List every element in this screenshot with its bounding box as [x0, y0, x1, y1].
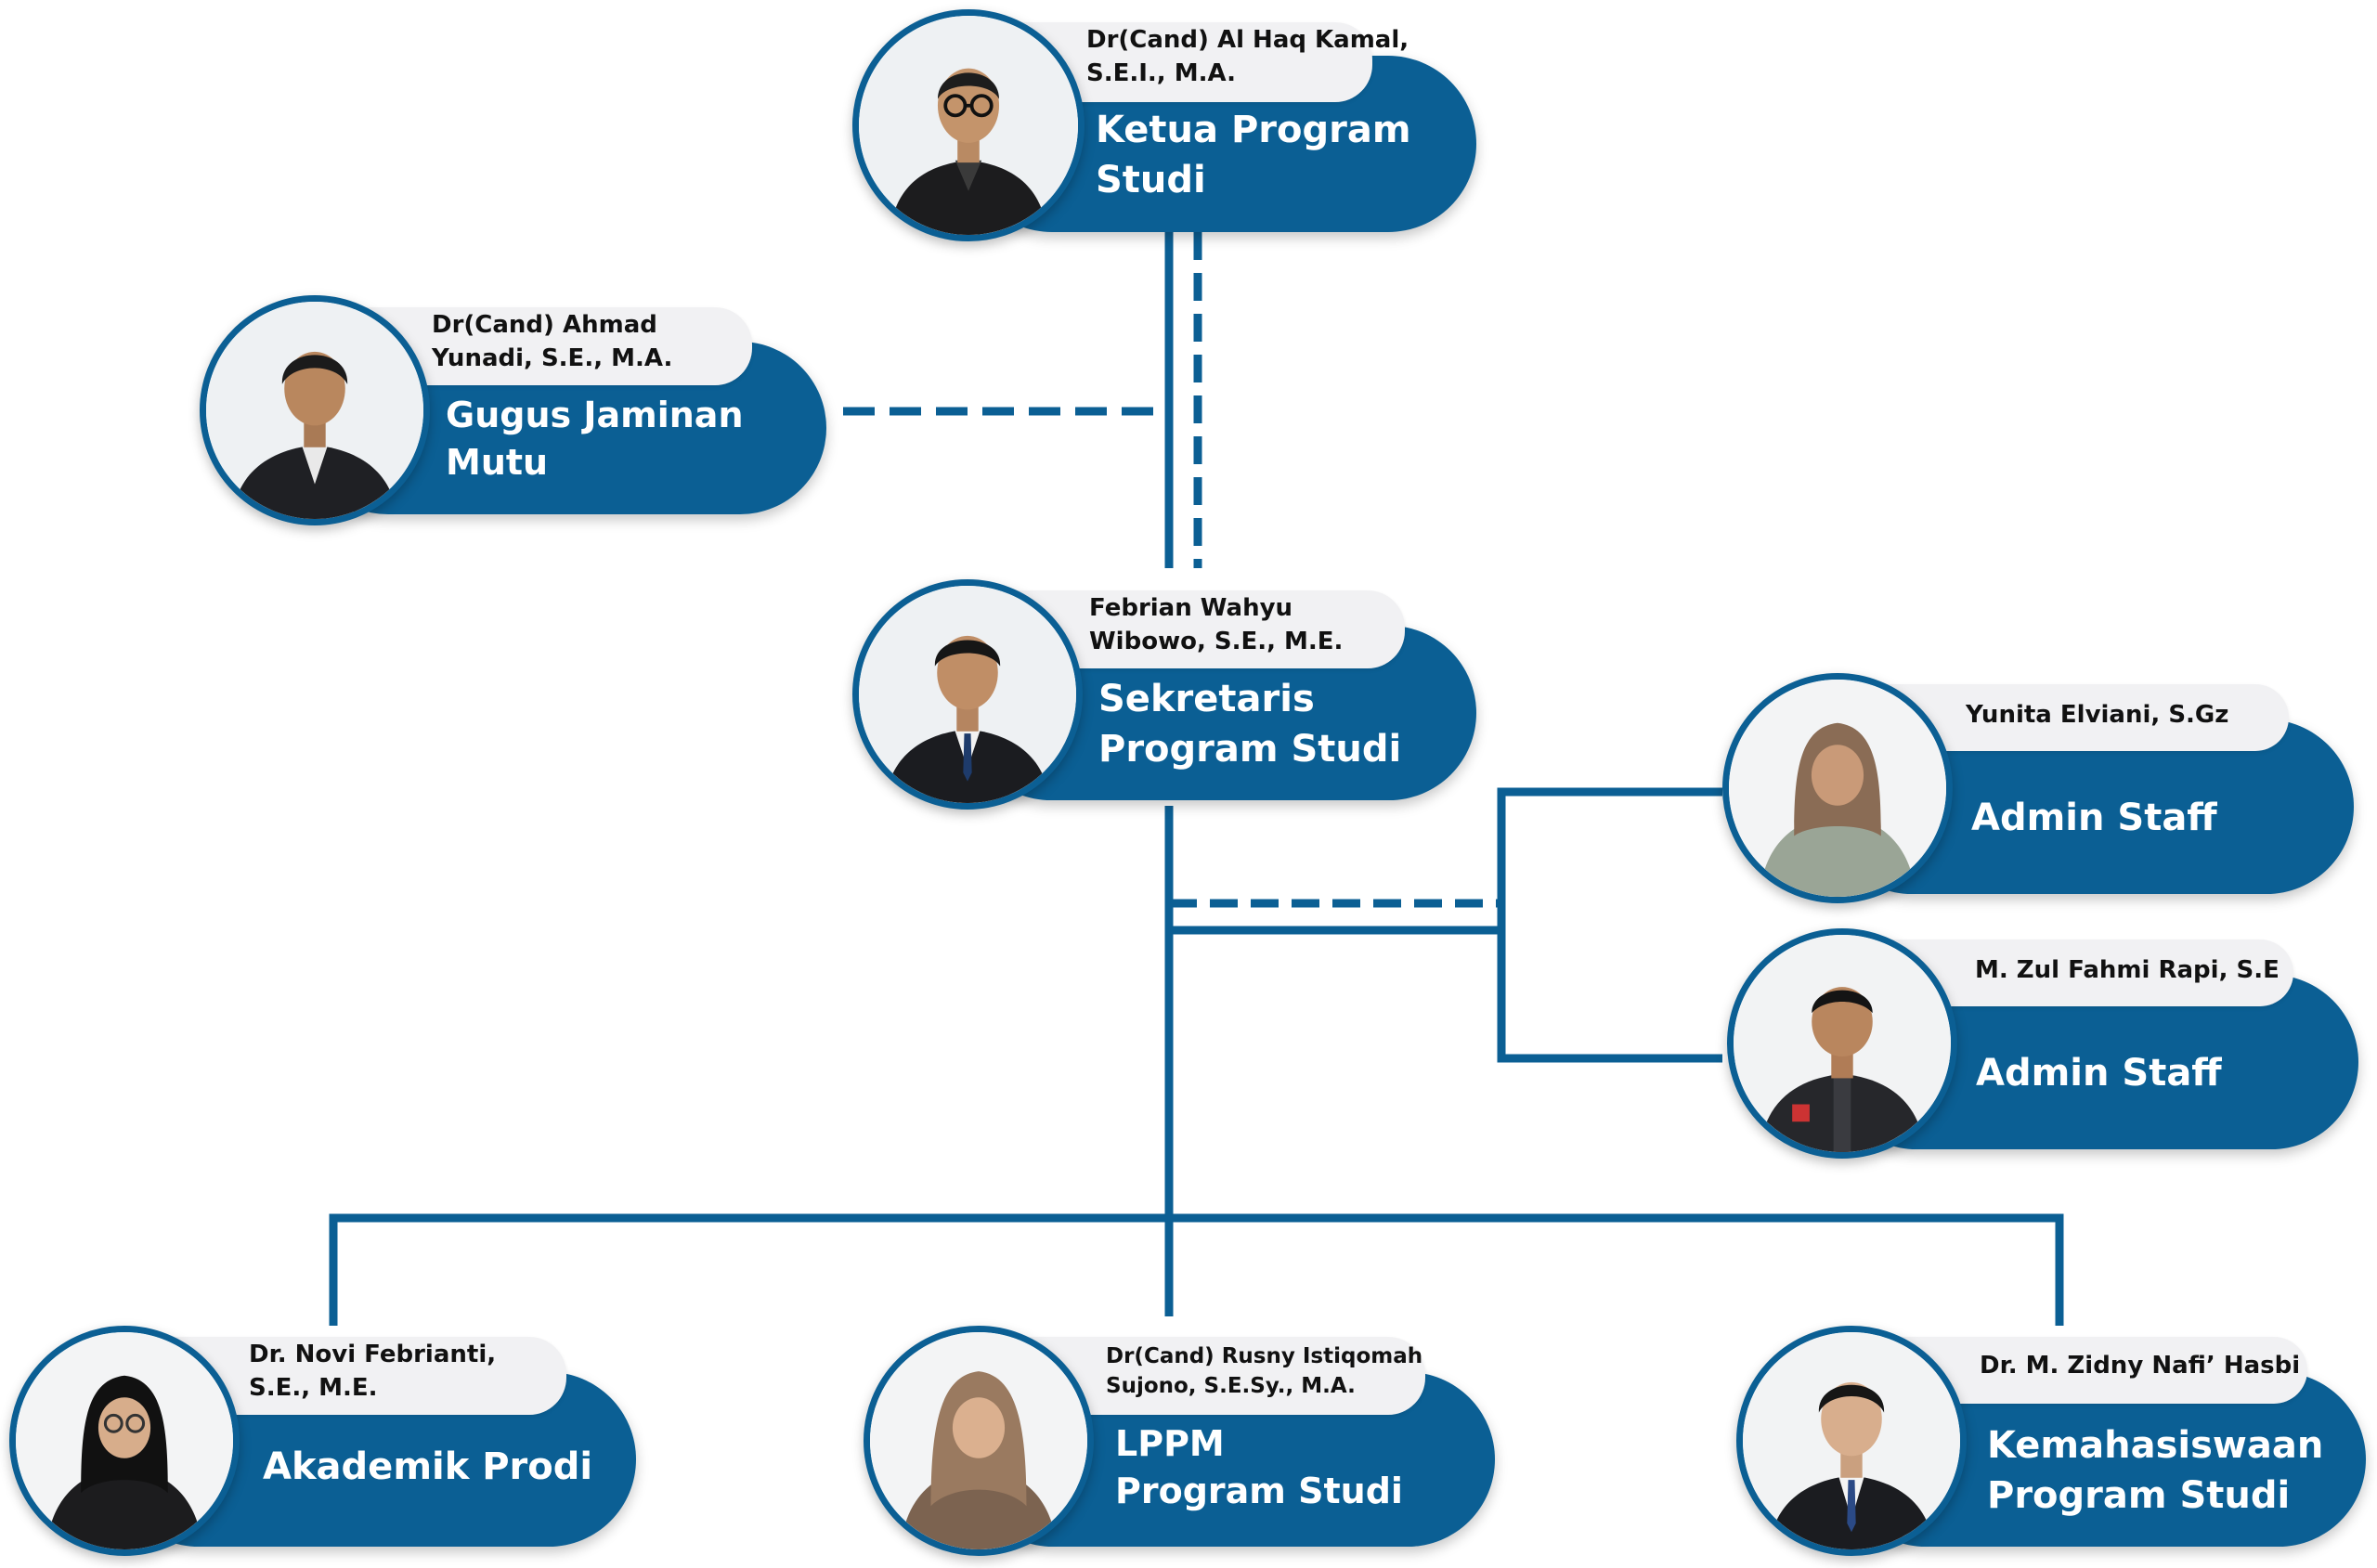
member-name: Yunita Elviani, S.Gz	[1966, 701, 2229, 729]
photo-ring	[1722, 673, 1953, 903]
photo-ring	[1727, 928, 1957, 1159]
photo-ring	[200, 295, 430, 525]
man-suit-icon	[859, 586, 1076, 803]
member-name: Dr. M. Zidny Nafi’ Hasbi	[1980, 1352, 2301, 1380]
member-name: Dr. Novi Febrianti,S.E., M.E.	[249, 1341, 497, 1402]
member-name: Dr(Cand) Al Haq Kamal,S.E.I., M.A.	[1086, 26, 1409, 87]
member-role: Admin Staff	[1971, 797, 2217, 839]
photo-ring	[9, 1326, 240, 1556]
woman-hijab-icon	[1729, 680, 1946, 897]
member-name: M. Zul Fahmi Rapi, S.E	[1975, 956, 2280, 984]
photo-ring	[864, 1326, 1094, 1556]
man-uniform-icon	[1734, 935, 1951, 1152]
member-role: Admin Staff	[1976, 1052, 2222, 1095]
line-admin-bracket	[1497, 787, 1722, 1063]
line-bottom-bar	[329, 1213, 2064, 1326]
member-role: Akademik Prodi	[263, 1445, 593, 1488]
man-suit-icon	[206, 302, 423, 519]
photo-ring	[852, 9, 1085, 241]
man-glasses-suit-icon	[859, 16, 1078, 235]
woman-hijab-icon	[870, 1332, 1087, 1549]
photo-ring	[1736, 1326, 1967, 1556]
photo-ring	[852, 579, 1083, 810]
woman-hijab-glasses-icon	[16, 1332, 233, 1549]
man-suit-icon	[1743, 1332, 1960, 1549]
